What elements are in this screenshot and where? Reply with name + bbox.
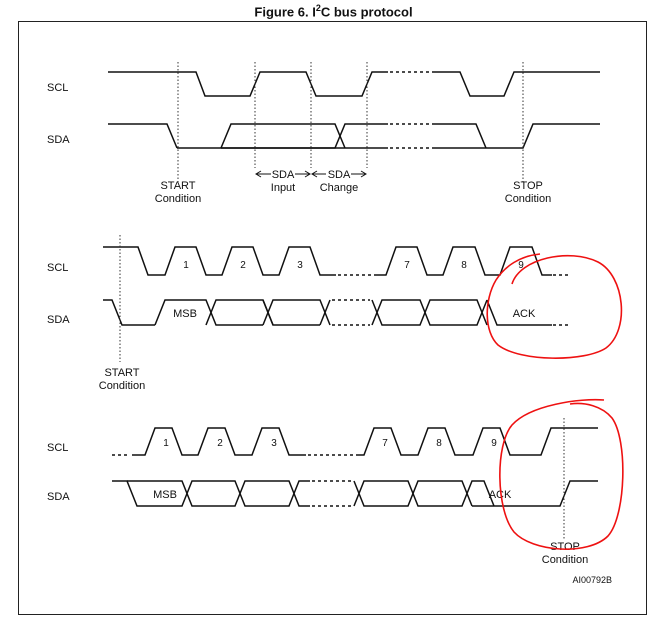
start-label-1: START [104, 367, 139, 379]
red-annotation-circle [499, 398, 624, 550]
panel-byte-stop: SCL SDA 1 2 3 7 8 9 MSB ACK STOP Conditi… [47, 398, 624, 585]
sda-label: SDA [47, 491, 70, 503]
sda-label: SDA [47, 134, 70, 146]
clock-number: 2 [217, 438, 223, 449]
sda-bus-bottom [205, 299, 320, 326]
sda-bus-x2b [262, 299, 331, 326]
clock-number: 7 [404, 260, 410, 271]
change-arrowhead-left [311, 170, 318, 178]
start-label-1: START [160, 180, 195, 192]
sda-upper-data [220, 123, 346, 149]
stop-label-2: Condition [542, 554, 588, 566]
scl-label: SCL [47, 262, 68, 274]
sda-ack-stop [472, 480, 598, 507]
clock-number: 1 [183, 260, 189, 271]
sda-bus-bottom [127, 480, 310, 507]
scl-waveform-end [432, 71, 600, 97]
start-label-2: Condition [99, 380, 145, 392]
sda-lower-data [177, 123, 388, 149]
scl-waveform-end [356, 427, 598, 456]
figure-code: AI00792B [572, 575, 612, 585]
clock-number: 3 [297, 260, 303, 271]
clock-number: 9 [518, 260, 524, 271]
stop-label-2: Condition [505, 193, 551, 205]
sda-bus-x4 [371, 299, 488, 326]
sda-upper-rail [108, 123, 178, 149]
sda-start [103, 299, 155, 326]
ack-label: ACK [513, 308, 536, 320]
sda-input-label-1: SDA [272, 169, 295, 181]
sda-bus-top [112, 480, 310, 507]
sda-change-label-2: Change [320, 182, 359, 194]
clock-number: 1 [163, 438, 169, 449]
figure-frame [18, 21, 647, 615]
msb-label: MSB [173, 308, 197, 320]
start-label-2: Condition [155, 193, 201, 205]
change-arrowhead-right [360, 170, 367, 178]
scl-waveform [108, 71, 388, 97]
panel-start-stop: SCL SDA SDA Input SDA Change S [47, 62, 600, 205]
clock-number: 9 [491, 438, 497, 449]
scl-waveform-end [374, 246, 552, 276]
clock-number: 8 [461, 260, 467, 271]
scl-label: SCL [47, 442, 68, 454]
msb-label: MSB [153, 489, 177, 501]
sda-bus-end-bottom [353, 480, 495, 507]
clock-number: 3 [271, 438, 277, 449]
sda-end-high [432, 123, 487, 149]
sda-end-low [432, 123, 600, 149]
stop-label-1: STOP [550, 541, 580, 553]
red-annotation-circle [486, 253, 623, 359]
input-arrowhead-right [304, 170, 311, 178]
clock-number: 8 [436, 438, 442, 449]
sda-label: SDA [47, 314, 70, 326]
clock-number: 2 [240, 260, 246, 271]
sda-bus-x3 [319, 299, 331, 326]
sda-bus-x4b [371, 299, 488, 326]
scl-waveform [132, 427, 306, 456]
scl-label: SCL [47, 82, 68, 94]
input-arrowhead-left [255, 170, 262, 178]
sda-input-label-2: Input [271, 182, 295, 194]
sda-change-label-1: SDA [328, 169, 351, 181]
scl-waveform [103, 246, 336, 276]
panel-byte-ack: SCL SDA 1 2 3 7 8 9 MSB ACK START Condit… [47, 235, 623, 392]
clock-number: 7 [382, 438, 388, 449]
figure-title: Figure 6. I2C bus protocol [254, 3, 413, 20]
sda-ack [486, 299, 552, 326]
stop-label-1: STOP [513, 180, 543, 192]
sda-bus-top [154, 299, 263, 326]
